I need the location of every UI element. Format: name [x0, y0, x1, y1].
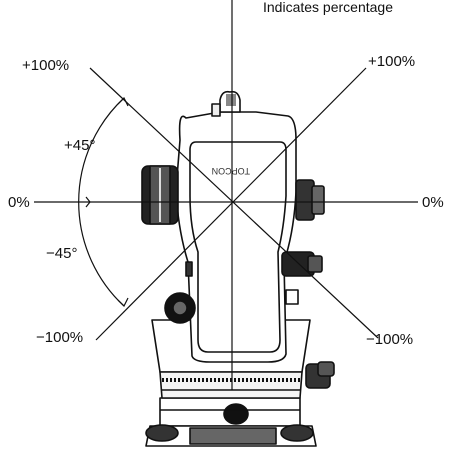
- leveling-screw-front: [223, 403, 249, 425]
- label-minus-100-right: −100%: [366, 331, 413, 348]
- label-plus-45: +45°: [64, 137, 95, 154]
- vertical-tangent-right: [311, 185, 325, 215]
- brand-logo: TOPCON: [212, 166, 250, 176]
- label-minus-45: −45°: [46, 245, 77, 262]
- diagonal-line-ascending: [95, 67, 367, 341]
- diagonal-line-descending: [89, 67, 379, 339]
- handle-shading: [226, 94, 236, 106]
- side-detail-left: [185, 261, 193, 277]
- arc-arrow-top: [117, 96, 129, 107]
- arc-path: [78, 97, 125, 307]
- theodolite-illustration: TOPCON: [141, 90, 335, 447]
- label-minus-100-left: −100%: [36, 329, 83, 346]
- display-panel: [189, 141, 287, 353]
- leveling-screw-left: [145, 424, 179, 442]
- leveling-screw-right: [280, 424, 314, 442]
- label-plus-100-right: +100%: [368, 53, 415, 70]
- label-plus-100-left: +100%: [22, 57, 69, 74]
- label-zero-left: 0%: [8, 194, 30, 211]
- base-grid: [189, 427, 277, 445]
- grade-lines: [34, 0, 418, 390]
- sight-collimator: [211, 103, 221, 117]
- side-detail-right: [285, 289, 299, 305]
- percentage-note: Indicates percentage: [263, 0, 393, 15]
- serrated-ring: [159, 371, 303, 399]
- label-zero-right: 0%: [422, 194, 444, 211]
- arc-arrow-mid: [85, 196, 91, 208]
- tangent-screw-cap: [317, 361, 335, 377]
- angle-arc: [78, 96, 129, 308]
- plate-knob-left-center: [172, 300, 188, 316]
- arc-arrow-bottom: [117, 297, 129, 308]
- lower-knob-right-cap: [307, 255, 323, 273]
